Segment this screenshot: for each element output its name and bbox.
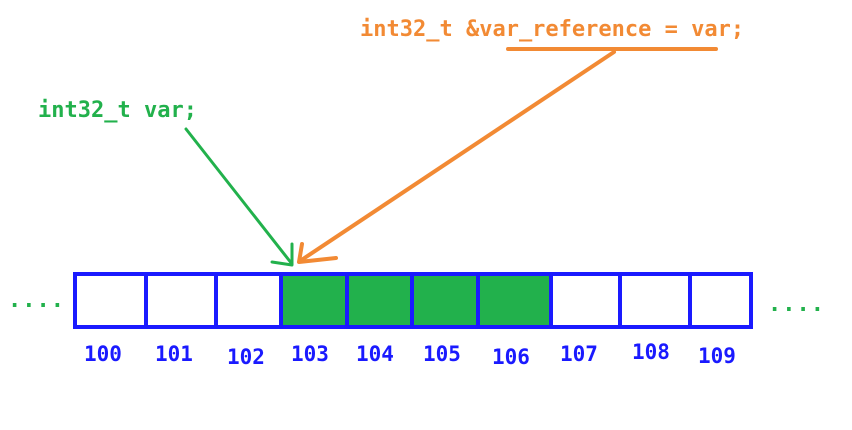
address-label-101: 101 <box>155 342 193 366</box>
address-label-109: 109 <box>698 344 736 368</box>
address-label-102: 102 <box>227 345 265 369</box>
address-label-106: 106 <box>492 345 530 369</box>
memory-cell-108 <box>621 276 692 325</box>
memory-cell-103 <box>282 276 349 325</box>
address-label-104: 104 <box>356 342 394 366</box>
address-label-107: 107 <box>560 342 598 366</box>
reference-arrow <box>297 50 616 264</box>
address-label-105: 105 <box>423 342 461 366</box>
memory-strip <box>73 272 753 329</box>
address-label-103: 103 <box>291 342 329 366</box>
address-label-100: 100 <box>84 342 122 366</box>
memory-cell-106 <box>480 276 554 325</box>
memory-cell-105 <box>414 276 481 325</box>
ellipsis-left: .... <box>8 288 65 313</box>
memory-cell-104 <box>348 276 415 325</box>
memory-cell-109 <box>691 276 750 325</box>
memory-cell-107 <box>553 276 622 325</box>
memory-cell-100 <box>77 276 149 325</box>
address-label-108: 108 <box>632 340 670 364</box>
variable-declaration: int32_t var; <box>38 98 197 123</box>
memory-cell-102 <box>218 276 283 325</box>
variable-arrow <box>184 127 294 267</box>
ellipsis-right: .... <box>768 292 825 317</box>
memory-cell-101 <box>148 276 219 325</box>
reference-declaration: int32_t &var_reference = var; <box>360 17 745 42</box>
